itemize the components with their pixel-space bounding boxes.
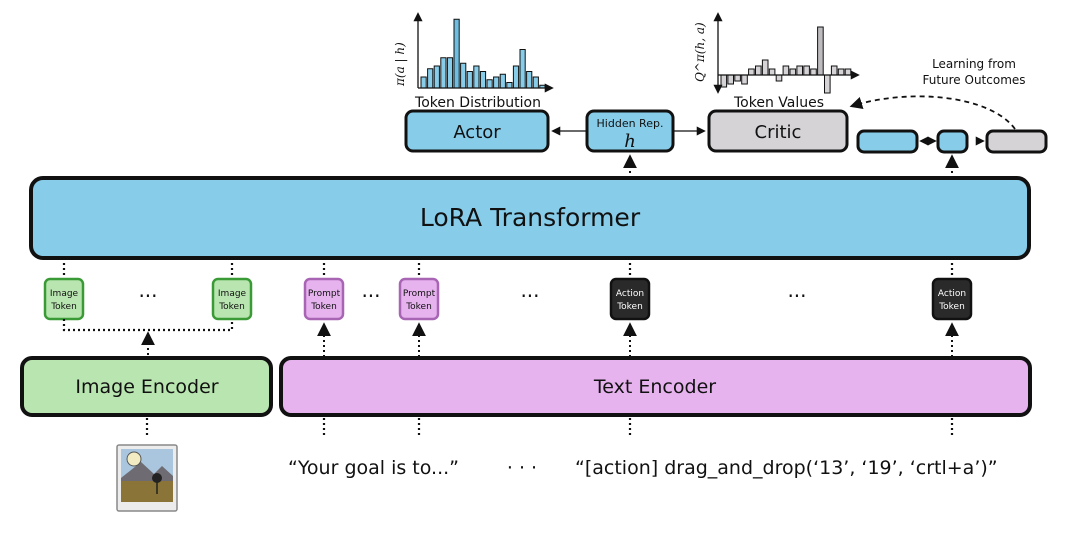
- hidden-rep-symbol: h: [624, 131, 636, 152]
- chart1-bar-6: [453, 18, 460, 89]
- image-token-2-line2: Token: [218, 302, 245, 312]
- chart1-bar-8: [466, 71, 473, 89]
- image-encoder-box: Image Encoder: [20, 356, 273, 417]
- input-connectors: [145, 418, 954, 438]
- image-token-1-line2: Token: [50, 302, 77, 312]
- chart2-bar-9: [775, 74, 783, 82]
- input-ellipsis: · · ·: [507, 457, 537, 479]
- chart1-ylabel: π(a | h): [393, 42, 407, 87]
- chart2-bar-8: [768, 68, 776, 76]
- prompt-token-ellipsis: ···: [361, 284, 380, 308]
- chart2-bar-1: [720, 74, 728, 88]
- chart1-bar-2: [427, 68, 434, 89]
- image-token-2: Image Token: [211, 277, 253, 321]
- image-encoder-label: Image Encoder: [75, 376, 218, 398]
- action-token-2-line2: Token: [938, 302, 965, 312]
- chart2-bar-13: [803, 65, 810, 76]
- action-token-1-line2: Token: [616, 302, 643, 312]
- action-token-1: Action Token: [609, 277, 651, 321]
- critic-box: Critic: [707, 109, 849, 153]
- chart1-bar-10: [479, 71, 487, 89]
- chart2-bar-6: [755, 65, 762, 76]
- action-input-text: “[action] drag_and_drop(‘13’, ‘19’, ‘crt…: [575, 457, 998, 479]
- chart1-bar-18: [532, 76, 539, 89]
- future-state-box-3: [985, 129, 1048, 154]
- chart2-bar-2: [727, 74, 735, 85]
- future-state-box-2: [936, 129, 969, 154]
- future-states: [856, 129, 1048, 154]
- prompt-token-2-line2: Token: [405, 302, 432, 312]
- chart2-bar-4: [741, 74, 748, 85]
- chart1-bar-16: [519, 49, 526, 89]
- text-encoder-box: Text Encoder: [279, 356, 1032, 417]
- chart1-bar-14: [506, 82, 513, 89]
- chart2-title: Token Values: [733, 95, 824, 111]
- chart2-bar-15: [817, 26, 824, 76]
- chart2-bar-14: [810, 68, 817, 76]
- hidden-rep-box: Hidden Rep. h: [585, 109, 675, 153]
- chart2-ylabel: Q^π(h, a): [693, 22, 707, 82]
- action-token-2: Action Token: [931, 277, 973, 321]
- prompt-token-1: Prompt Token: [303, 277, 345, 321]
- chart2-bar-18: [837, 68, 845, 76]
- image-token-ellipsis: ···: [138, 284, 157, 308]
- text-encoder-label: Text Encoder: [593, 376, 716, 398]
- prompt-token-2: Prompt Token: [398, 277, 440, 321]
- action-token-2-line1: Action: [938, 289, 966, 299]
- critic-label: Critic: [755, 122, 802, 143]
- chart2-bar-12: [796, 65, 804, 76]
- future-outcomes-line1: Learning from: [932, 57, 1016, 71]
- future-state-box-1: [856, 129, 919, 154]
- mid-token-ellipsis: ···: [520, 284, 539, 308]
- future-outcomes-line2: Future Outcomes: [922, 73, 1025, 87]
- chart2-bar-17: [830, 65, 838, 76]
- action-token-ellipsis: ···: [787, 284, 806, 308]
- image-input-icon: [116, 444, 178, 512]
- lora-transformer-label: LoRA Transformer: [420, 203, 641, 232]
- image-token-2-line1: Image: [218, 289, 247, 299]
- chart1-bar-17: [526, 71, 533, 89]
- hidden-rep-label: Hidden Rep.: [597, 117, 664, 130]
- chart1-bar-5: [446, 57, 454, 89]
- token-values-chart: Q^π(h, a) Token Values: [693, 12, 860, 111]
- chart1-title: Token Distribution: [414, 95, 541, 111]
- image-token-1-line1: Image: [50, 289, 79, 299]
- chart1-bar-9: [473, 65, 480, 89]
- chart2-bar-5: [748, 68, 755, 76]
- image-token-bracket: [62, 319, 234, 332]
- lora-transformer-box: LoRA Transformer: [29, 176, 1031, 260]
- chart2-bar-7: [761, 59, 769, 76]
- chart1-bar-7: [460, 62, 467, 89]
- chart1-bar-15: [512, 65, 520, 89]
- chart1-bar-13: [499, 73, 506, 89]
- actor-box: Actor: [404, 109, 550, 153]
- action-token-1-line1: Action: [616, 289, 644, 299]
- chart1-bar-12: [493, 76, 500, 89]
- chart2-bar-11: [789, 68, 797, 76]
- chart1-bar-3: [433, 65, 440, 89]
- actor-label: Actor: [453, 122, 501, 143]
- text-encoder-up-arrows: [317, 322, 959, 357]
- chart2-bar-16: [824, 74, 831, 94]
- prompt-token-1-line2: Token: [310, 302, 337, 312]
- prompt-token-1-line1: Prompt: [308, 289, 341, 299]
- chart2-bar-3: [734, 74, 741, 82]
- prompt-token-2-line1: Prompt: [403, 289, 436, 299]
- chart1-bar-11: [486, 79, 493, 89]
- chart1-bar-1: [420, 76, 427, 89]
- image-token-1: Image Token: [43, 277, 85, 321]
- prompt-input-text: “Your goal is to...”: [288, 457, 459, 479]
- chart2-bar-19: [844, 68, 852, 76]
- chart2-bar-10: [782, 65, 790, 76]
- future-outcomes-curve-arrow: [849, 95, 1016, 130]
- token-connectors: [62, 258, 954, 279]
- chart1-bar-4: [440, 57, 447, 89]
- token-distribution-chart: π(a | h) Token Distribution: [393, 12, 554, 111]
